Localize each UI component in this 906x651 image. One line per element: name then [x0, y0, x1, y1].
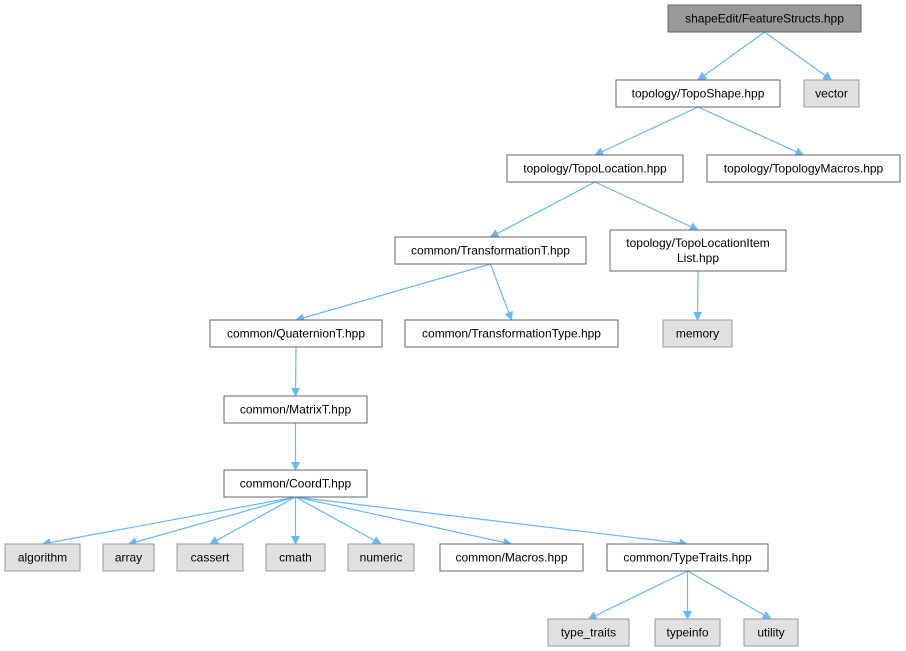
node-label: common/Macros.hpp [455, 551, 567, 565]
edge-topo_location_item_list-to-memory [693, 270, 703, 321]
edge-topo_location-to-transformation_t [489, 181, 596, 238]
edge-quaternion_t-to-matrix_t [291, 346, 301, 397]
node-label: cmath [279, 551, 312, 565]
node-box [667, 4, 862, 33]
file-nodes: shapeEdit/FeatureStructs.hpp vector topolo… [4, 4, 901, 647]
node-macros[interactable]: common/Macros.hpp [439, 543, 584, 572]
node-box [615, 79, 781, 108]
node-label: topology/TopologyMacros.hpp [724, 162, 884, 176]
node-box [176, 543, 244, 572]
edge-coord_t-to-cassert [209, 496, 296, 545]
node-label: common/TypeTraits.hpp [623, 551, 752, 565]
node-label: cassert [191, 551, 230, 565]
node-utility: utility [743, 618, 799, 647]
node-box [223, 395, 368, 424]
node-numeric: numeric [347, 543, 415, 572]
node-quaternion_t[interactable]: common/QuaternionT.hpp [209, 319, 383, 348]
edge-topo_shape-to-topology_macros [697, 106, 805, 156]
node-cmath: cmath [265, 543, 326, 572]
node-box [743, 618, 799, 647]
edge-transformation_t-to-transformation_type [489, 263, 513, 321]
node-box [654, 618, 721, 647]
node-label: type_traits [561, 626, 616, 640]
node-box [347, 543, 415, 572]
node-box [506, 154, 684, 183]
node-transformation_t[interactable]: common/TransformationT.hpp [394, 236, 587, 265]
node-box [706, 154, 901, 183]
edge-feature_structs-to-vector [764, 31, 833, 81]
node-box [606, 543, 769, 572]
node-label: common/QuaternionT.hpp [227, 327, 365, 341]
node-box [404, 319, 619, 348]
node-label: List.hpp [677, 251, 719, 265]
node-topo_location[interactable]: topology/TopoLocation.hpp [506, 154, 684, 183]
edge-coord_t-to-numeric [295, 496, 382, 545]
node-label: topology/TopoLocation.hpp [523, 162, 667, 176]
edge-feature_structs-to-topo_shape [697, 31, 765, 81]
node-label: vector [815, 87, 848, 101]
node-label: algorithm [18, 551, 67, 565]
node-array: array [102, 543, 155, 572]
node-label: common/TransformationType.hpp [422, 327, 601, 341]
node-coord_t[interactable]: common/CoordT.hpp [223, 469, 368, 498]
node-box [102, 543, 155, 572]
edge-coord_t-to-macros [295, 496, 513, 547]
node-box [662, 319, 733, 348]
node-box [547, 618, 630, 647]
edge-type_traits_hpp-to-type_traits [587, 570, 688, 620]
node-box [223, 469, 368, 498]
node-matrix_t[interactable]: common/MatrixT.hpp [223, 395, 368, 424]
node-label: topology/TopoShape.hpp [632, 87, 765, 101]
edge-transformation_t-to-quaternion_t [295, 263, 491, 323]
node-label: common/MatrixT.hpp [240, 403, 352, 417]
node-box [4, 543, 81, 572]
node-feature_structs: shapeEdit/FeatureStructs.hpp [667, 4, 862, 33]
node-label: shapeEdit/FeatureStructs.hpp [685, 12, 844, 26]
node-type_traits_hpp[interactable]: common/TypeTraits.hpp [606, 543, 769, 572]
node-vector: vector [803, 79, 860, 108]
node-type_traits: type_traits [547, 618, 630, 647]
node-label: utility [757, 626, 784, 640]
node-box [394, 236, 587, 265]
node-memory: memory [662, 319, 733, 348]
node-label: topology/TopoLocationItem [626, 236, 769, 250]
node-label: array [115, 551, 142, 565]
node-box [803, 79, 860, 108]
edge-coord_t-to-array [127, 496, 296, 547]
edge-topo_shape-to-topo_location [594, 106, 699, 156]
node-topo_shape[interactable]: topology/TopoShape.hpp [615, 79, 781, 108]
node-topology_macros[interactable]: topology/TopologyMacros.hpp [706, 154, 901, 183]
node-label: memory [676, 327, 719, 341]
node-label: common/CoordT.hpp [240, 477, 352, 491]
node-label: common/TransformationT.hpp [411, 244, 570, 258]
node-transformation_type[interactable]: common/TransformationType.hpp [404, 319, 619, 348]
edge-topo_location-to-topo_location_item_list [594, 181, 699, 231]
node-typeinfo: typeinfo [654, 618, 721, 647]
node-box [265, 543, 326, 572]
node-box [439, 543, 584, 572]
dependency-edges [41, 31, 833, 620]
node-algorithm: algorithm [4, 543, 81, 572]
node-box [609, 229, 787, 272]
edge-type_traits_hpp-to-utility [687, 570, 772, 620]
node-cassert: cassert [176, 543, 244, 572]
node-label: numeric [360, 551, 403, 565]
edge-coord_t-to-algorithm [41, 496, 296, 547]
node-label: typeinfo [666, 626, 708, 640]
edge-coord_t-to-type_traits_hpp [295, 496, 689, 548]
node-box [209, 319, 383, 348]
